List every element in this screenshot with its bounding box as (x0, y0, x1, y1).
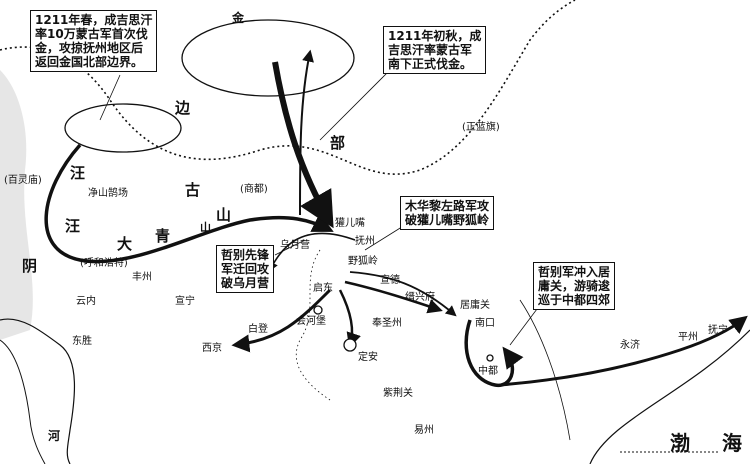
place-xuanning: 宣宁 (175, 296, 195, 307)
note-line: 军迁回攻 (221, 262, 270, 276)
note-top-right: 1211年初秋，成 吉思汗率蒙古军 南下正式伐金。 (383, 26, 487, 74)
region-shan2: 山 (200, 221, 211, 234)
jin-ellipse (181, 19, 355, 97)
note-muhuali: 木华黎左路军攻 破獾儿嘴野狐岭 (400, 196, 495, 230)
note-line: 哲别军冲入居 (538, 265, 611, 279)
route-xijing (231, 288, 332, 353)
shaded-region (0, 70, 33, 340)
route-coast (499, 315, 748, 387)
place-zhenglanqi: (正蓝旗) (462, 122, 500, 133)
route-east-2 (349, 271, 457, 317)
note-line: 破乌月营 (221, 276, 270, 290)
note-line: 木华黎左路军攻 (405, 199, 490, 213)
note-line: 金，攻掠抚州地区后 (35, 41, 144, 55)
route-east-1 (344, 280, 443, 314)
place-huihebao: 会河堡 (296, 316, 326, 327)
place-yunnei: 云内 (76, 296, 96, 307)
leader-line-3 (364, 224, 406, 251)
sea-bohai-2: 海 (722, 431, 742, 455)
place-jinde: 缙兴府 (405, 292, 435, 303)
note-zhebie-wuyue: 哲别先锋 军迁回攻 破乌月营 (216, 245, 275, 293)
place-jingshan: 净山鹄场 (88, 188, 128, 199)
place-nankou: 南口 (475, 318, 495, 329)
leader-line-4 (274, 239, 306, 256)
route-north-a (272, 61, 334, 229)
place-xijing: 西京 (202, 343, 222, 354)
region-gu: 古 (185, 181, 201, 199)
route-south-1 (338, 289, 361, 348)
place-yongji: 永济 (620, 340, 640, 351)
dingan-marker (343, 338, 357, 352)
place-bailingmiao: (百灵庙) (4, 175, 42, 186)
route-zhongdu (464, 319, 524, 387)
place-wuyueying: 乌月营 (280, 240, 310, 251)
region-qing: 青 (155, 227, 171, 245)
region-jin: 金 (232, 11, 245, 25)
region-wang2: 汪 (65, 217, 81, 235)
place-huhehaote: (呼和浩特) (80, 258, 128, 269)
river-yellow (0, 318, 75, 464)
region-shan: 山 (216, 206, 232, 224)
place-fengzhou: 丰州 (132, 272, 152, 283)
qidong-marker (313, 305, 323, 315)
leader-line-2 (319, 69, 391, 141)
place-dingan: 定安 (358, 352, 378, 363)
note-line: 吉思汗率蒙古军 (388, 43, 473, 57)
note-line: 庸关，游骑逡 (538, 279, 611, 293)
note-line: 破獾儿嘴野狐岭 (405, 213, 490, 227)
note-line: 南下正式伐金。 (388, 57, 473, 71)
place-yizhou: 易州 (414, 425, 434, 436)
place-pingzhou: 平州 (678, 332, 698, 343)
route-mid (269, 232, 356, 272)
bian-ellipse (64, 103, 182, 153)
note-zhebie-juyong: 哲别军冲入居 庸关，游骑逡 巡于中都四郊 (533, 262, 616, 310)
place-juyongguan: 居庸关 (460, 300, 490, 311)
zhongdu-marker (486, 354, 494, 362)
region-bu: 部 (330, 134, 346, 152)
river-2 (0, 339, 46, 464)
place-huanerzui: 獾儿嘴 (335, 218, 365, 229)
river-3 (519, 299, 571, 441)
place-fuzhou: 抚州 (355, 236, 375, 247)
place-fengshengzhou: 奉圣州 (372, 318, 402, 329)
region-he: 河 (48, 429, 61, 443)
place-zijingguan: 紫荆关 (383, 388, 413, 399)
note-line: 率10万蒙古军首次伐 (35, 27, 148, 41)
region-bian: 边 (175, 99, 191, 117)
note-top-left: 1211年春，成吉思汗 率10万蒙古军首次伐 金，攻掠抚州地区后 返回金国北部边… (30, 10, 158, 72)
leader-line-1 (99, 74, 121, 121)
place-zhongdu: 中都 (478, 366, 498, 377)
route-north-b (299, 49, 314, 216)
note-line: 1211年春，成吉思汗 (35, 13, 153, 27)
note-line: 1211年初秋，成 (388, 29, 482, 43)
leader-line-5 (509, 304, 541, 346)
place-yehuling: 野狐岭 (348, 256, 378, 267)
coastline (589, 329, 750, 464)
note-line: 哲别先锋 (221, 248, 270, 262)
route-west (44, 143, 334, 264)
place-qidong: 启东 (313, 283, 333, 294)
note-line: 返回金国北部边界。 (35, 55, 144, 69)
place-baideng: 白登 (248, 324, 268, 335)
place-xuande: 宣德 (380, 275, 400, 286)
region-yin: 阴 (22, 257, 38, 275)
region-da: 大 (117, 235, 133, 253)
place-funing: 抚宁 (708, 325, 728, 336)
region-wang: 汪 (70, 164, 86, 182)
border-dotted (0, 0, 576, 175)
place-dongsheng: 东胜 (72, 336, 92, 347)
sea-bohai-1: 渤 (670, 431, 708, 455)
place-shangdu: (商都) (240, 184, 268, 195)
note-line: 巡于中都四郊 (538, 293, 611, 307)
